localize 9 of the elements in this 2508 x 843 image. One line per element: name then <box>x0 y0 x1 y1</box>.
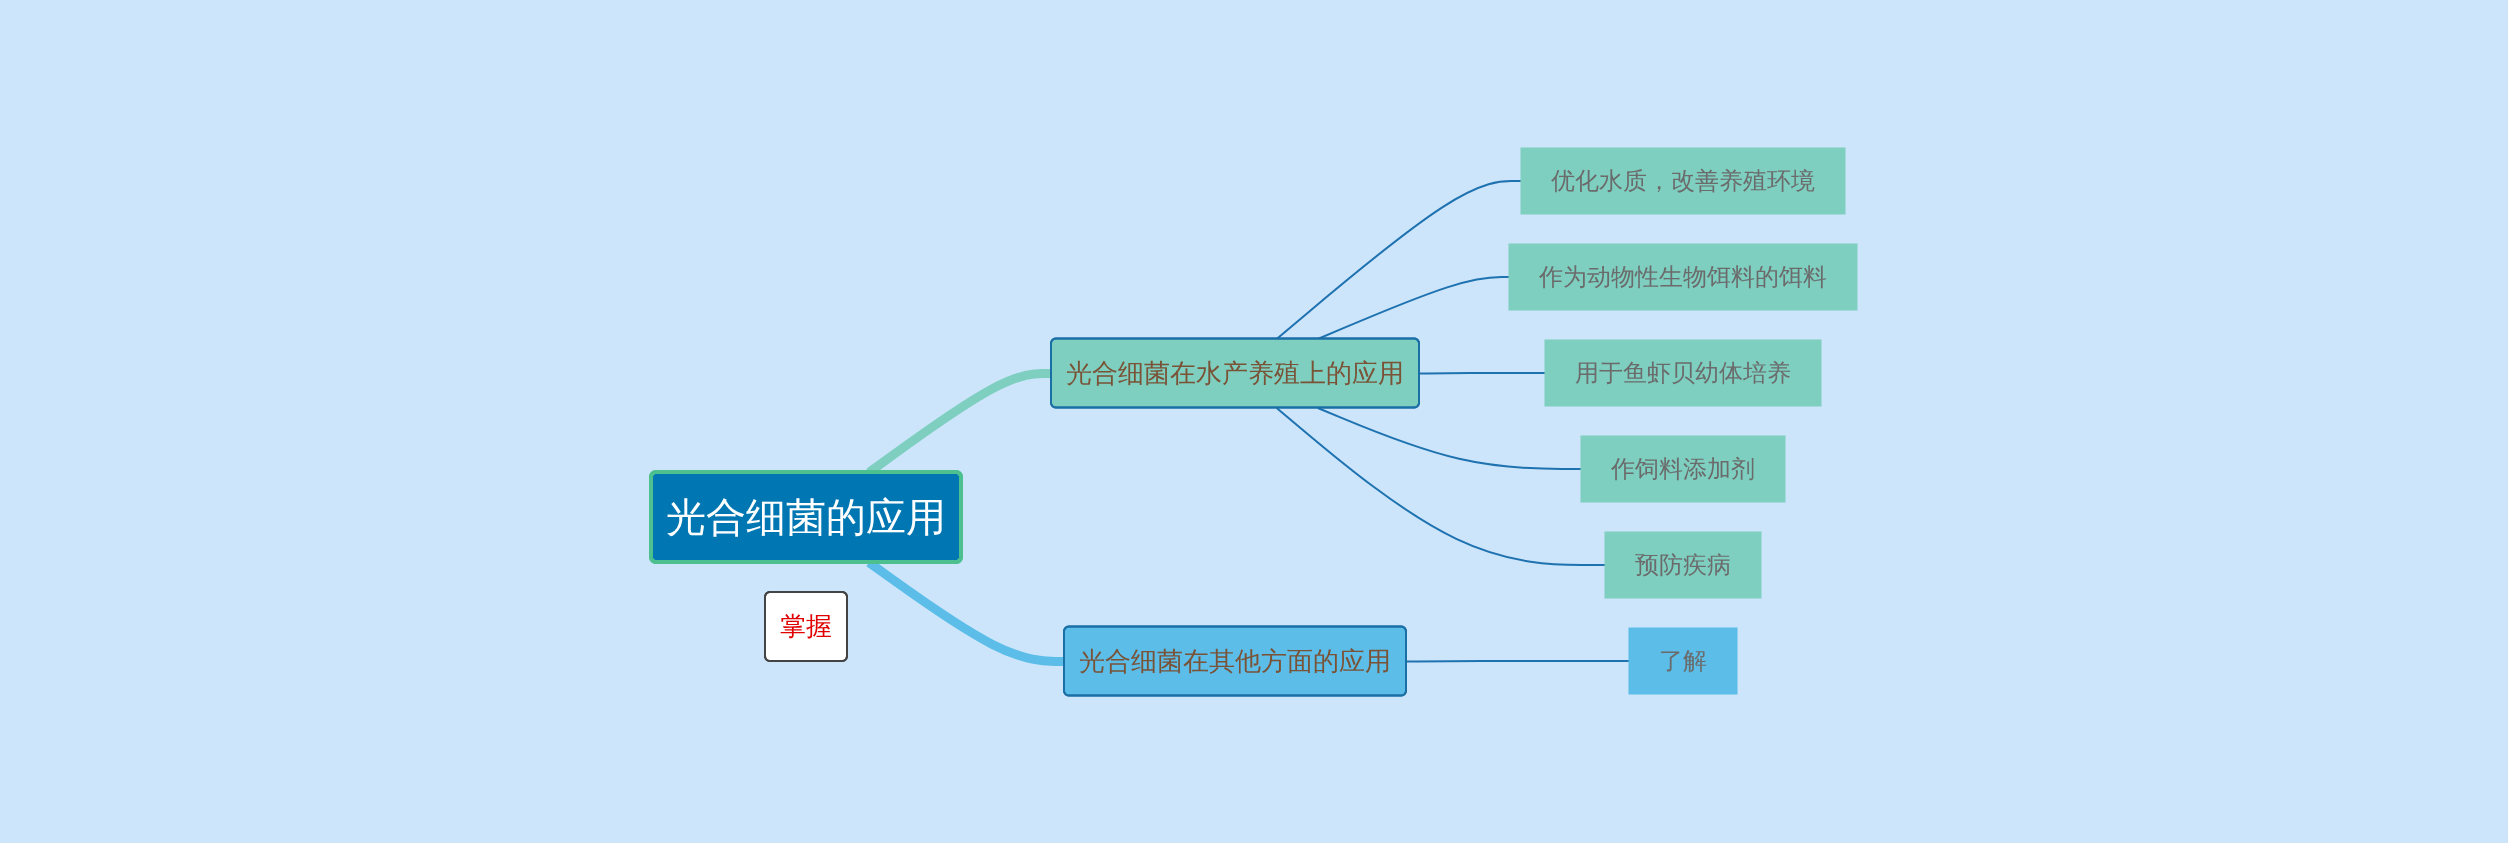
node-box: 预防疾病 <box>1604 531 1762 599</box>
node-box: 作为动物性生物饵料的饵料 <box>1508 243 1858 311</box>
node-box: 用于鱼虾贝幼体培养 <box>1544 339 1822 407</box>
node-box: 优化水质，改善养殖环境 <box>1520 147 1846 215</box>
node-box: 作饲料添加剂 <box>1580 435 1786 503</box>
connector <box>1275 406 1606 566</box>
node-box: 了解 <box>1628 627 1738 695</box>
connector <box>1316 406 1582 470</box>
connector <box>1275 179 1522 340</box>
